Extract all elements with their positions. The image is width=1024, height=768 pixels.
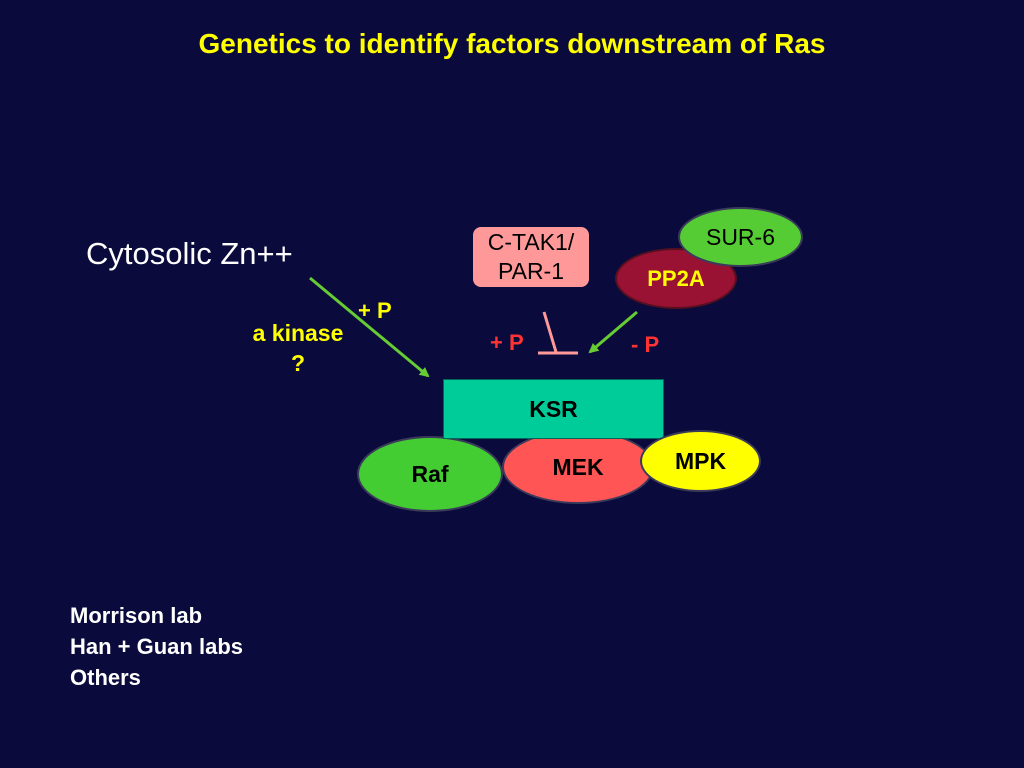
ctak1-label-line1: C-TAK1/	[487, 229, 575, 255]
credit-item: Han + Guan labs	[70, 634, 243, 659]
plus-p-label-kinase: + P	[358, 298, 392, 323]
ctak1-inhibition-symbol	[538, 311, 578, 355]
credit-item: Others	[70, 665, 141, 690]
kinase-label-line1: a kinase	[252, 320, 344, 346]
pp2a-node: PP2A	[615, 248, 737, 309]
kinase-label: a kinase ?	[236, 318, 360, 378]
kinase-activation-arrow	[309, 276, 430, 378]
ksr-label: KSR	[529, 395, 578, 422]
mek-label: MEK	[552, 453, 604, 480]
sur6-node: SUR-6	[678, 207, 803, 267]
raf-label: Raf	[411, 460, 449, 487]
cytosolic-zn-label: Cytosolic Zn++	[86, 236, 293, 271]
mek-node: MEK	[502, 430, 654, 504]
ksr-node: KSR	[443, 379, 664, 439]
slide-title: Genetics to identify factors downstream …	[198, 28, 826, 59]
pp2a-dephosphorylation-arrow	[588, 310, 638, 354]
mpk-node: MPK	[640, 430, 761, 492]
mpk-label: MPK	[674, 447, 727, 474]
sur6-label: SUR-6	[705, 223, 775, 250]
plus-p-label-ctak1: + P	[490, 330, 524, 355]
minus-p-label: - P	[631, 332, 660, 357]
kinase-label-line2: ?	[290, 350, 306, 376]
pp2a-label: PP2A	[647, 265, 705, 291]
raf-node: Raf	[357, 436, 503, 512]
credits-list: Morrison lab Han + Guan labs Others	[70, 600, 243, 693]
credit-item: Morrison lab	[70, 603, 203, 628]
ctak1-label-line2: PAR-1	[497, 258, 565, 284]
ctak1-par1-node: C-TAK1/ PAR-1	[473, 227, 589, 287]
